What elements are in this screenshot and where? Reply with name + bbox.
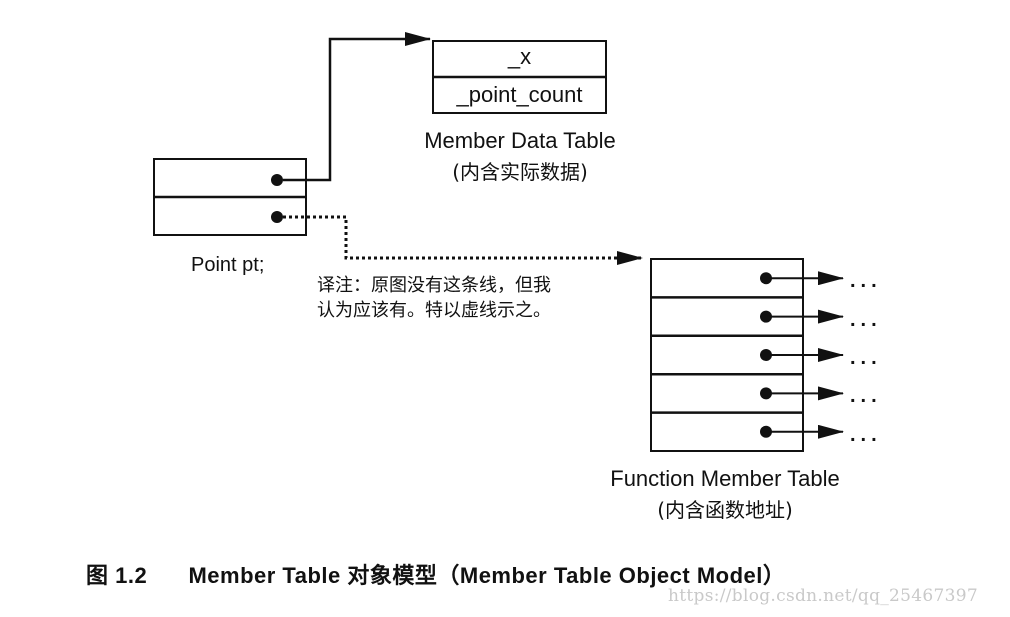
translator-note-line-1: 译注：原图没有这条线，但我	[317, 275, 551, 296]
function-target-ellipsis: ...	[850, 270, 882, 293]
figure-number: 图 1.2	[86, 563, 148, 588]
member-cell-point-count: _point_count	[456, 82, 583, 107]
point-object-label: Point pt;	[191, 254, 265, 276]
function-target-ellipsis: ...	[850, 423, 882, 446]
data-table-pointer-arrow	[283, 32, 431, 182]
function-pointer-dot	[271, 211, 283, 223]
function-table-pointer-dotted-arrow	[283, 215, 643, 265]
function-slot-dot	[760, 310, 772, 323]
member-cell-x: _x	[507, 44, 532, 69]
data-pointer-dot	[271, 174, 283, 186]
function-member-table-title: Function Member Table	[610, 466, 840, 491]
function-member-table	[650, 258, 844, 452]
function-member-table-subtitle: (内含函数地址)	[657, 498, 793, 522]
point-object	[153, 158, 307, 236]
translator-note: 译注：原图没有这条线，但我 认为应该有。特以虚线示之。	[317, 273, 551, 323]
function-slot-dot	[760, 425, 772, 438]
translator-note-line-2: 认为应该有。特以虚线示之。	[317, 300, 551, 321]
function-target-ellipsis: ...	[850, 347, 882, 369]
watermark: https://blog.csdn.net/qq_25467397	[668, 586, 978, 606]
function-target-ellipsis: ...	[850, 385, 882, 408]
function-slot-dot	[760, 387, 772, 400]
function-target-ellipsis: ...	[850, 308, 882, 331]
function-slot-dot	[760, 349, 772, 361]
figure-caption: 图 1.2 Member Table 对象模型（Member Table Obj…	[86, 558, 785, 590]
function-slot-dot	[760, 272, 772, 285]
member-data-table-subtitle: (内含实际数据)	[452, 160, 588, 184]
figure-caption-text: Member Table 对象模型（Member Table Object Mo…	[188, 563, 786, 588]
member-data-table	[432, 40, 607, 114]
member-data-table-title: Member Data Table	[424, 128, 616, 153]
